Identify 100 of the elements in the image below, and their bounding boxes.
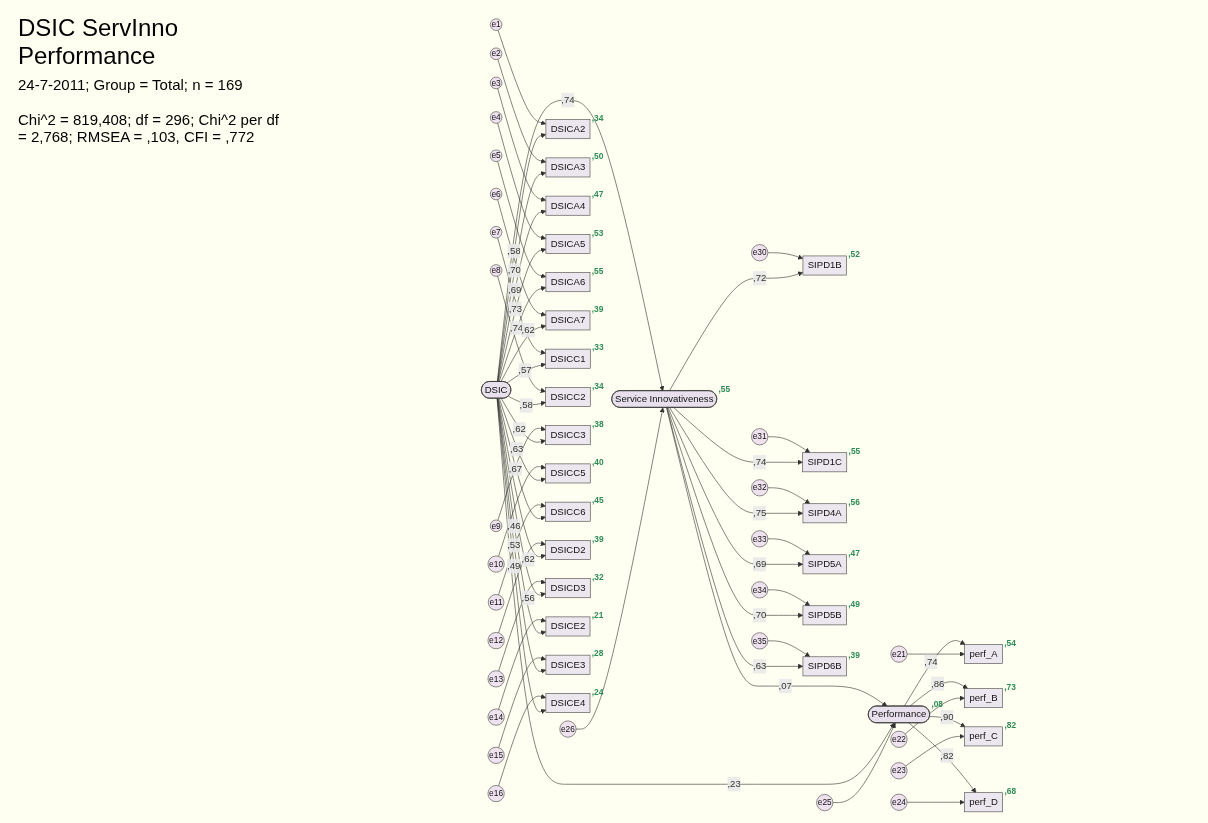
node-box: DSICD3 [545,578,591,599]
node-circle: e35 [751,632,769,650]
node-box: DSICE2 [545,616,591,637]
squared-multiple-correlation: ,21 [591,610,604,621]
node-circle: e33 [751,530,769,548]
edge-label: ,58 [519,400,533,411]
node-circle: e26 [559,720,577,738]
edge-label: ,74 [753,456,767,468]
edge-label: ,62 [521,554,535,565]
node-circle: e13 [487,670,505,688]
node-box: SIPD5B [802,605,847,626]
squared-multiple-correlation: ,47 [848,547,860,558]
edge-label: ,74 [561,94,575,105]
edge-label: ,58 [507,245,521,257]
node-circle: e14 [487,708,505,726]
squared-multiple-correlation: ,24 [591,686,604,697]
node-circle: e25 [816,794,834,812]
node-box: DSICA5 [545,234,591,254]
node-circle: e6 [489,187,503,201]
squared-multiple-correlation: ,45 [592,495,604,506]
node-circle: e22 [890,730,908,748]
edge-label: ,74 [509,322,524,333]
node-circle: e31 [751,428,769,446]
node-box: DSICE4 [545,693,591,713]
edge-label: ,46 [507,520,521,532]
edge-label: ,23 [727,778,741,790]
edge-label: ,86 [931,678,945,689]
squared-multiple-correlation: ,55 [718,383,731,394]
edge-label: ,62 [521,324,535,335]
edge-label: ,62 [512,423,526,435]
node-circle: e15 [487,746,505,764]
node-box: DSICA2 [545,119,591,140]
node-circle: e23 [890,762,908,780]
node-box: DSICD2 [545,540,591,560]
edge-label: ,53 [507,540,521,551]
node-box: perf_D [964,792,1003,813]
squared-multiple-correlation: ,53 [591,227,604,238]
edge-label: ,70 [753,609,767,621]
edge-label: ,63 [753,660,767,672]
squared-multiple-correlation: ,49 [848,598,860,609]
node-box: DSICC2 [545,387,591,407]
edge-label: ,73 [508,303,523,314]
node-box: DSICA3 [545,157,591,178]
node-box: DSICA6 [545,272,591,293]
edge-label: ,70 [507,265,521,276]
node-circle: e3 [489,76,503,90]
edge-label: ,69 [508,284,522,295]
node-circle: e8 [489,264,503,277]
squared-multiple-correlation: ,55 [848,445,861,456]
node-box: SIPD4A [802,503,847,524]
node-circle: e2 [489,47,503,60]
node-box: DSICA7 [545,310,591,331]
node-box: DSICC3 [545,425,591,446]
node-circle: e21 [890,645,908,663]
node-box: perf_B [964,688,1003,708]
edge-label: ,63 [510,443,524,454]
node-circle: e16 [487,785,505,803]
squared-multiple-correlation: ,82 [1004,720,1017,731]
edge-label: ,90 [940,711,954,723]
node-circle: e32 [751,479,769,497]
node-box: SIPD5A [802,554,847,575]
node-box: DSICC5 [545,463,591,484]
squared-multiple-correlation: ,08 [931,699,944,710]
edge-label: ,49 [506,560,521,572]
node-circle: e34 [751,581,769,599]
squared-multiple-correlation: ,33 [592,342,604,353]
node-box: perf_C [964,726,1003,747]
squared-multiple-correlation: ,38 [592,418,604,429]
squared-multiple-correlation: ,28 [591,648,604,659]
squared-multiple-correlation: ,39 [848,650,860,660]
node-circle: e5 [489,149,503,162]
node-circle: e12 [487,632,505,650]
edge-label: ,74 [924,656,938,667]
node-box: perf_A [964,644,1003,664]
node-box: DSICC6 [545,501,591,522]
node-circle: e11 [487,594,505,611]
node-circle: e1 [489,18,503,31]
squared-multiple-correlation: ,54 [1004,637,1016,648]
node-box: DSICE3 [545,654,591,675]
edge-label: ,69 [753,558,767,570]
node-circle: e30 [751,244,769,262]
squared-multiple-correlation: ,32 [592,571,604,582]
fit-statistics-note: Chi^2 = 819,408; df = 296; Chi^2 per df = 2,768; RMSEA = ,103, CFI = ,772 [18,111,280,145]
node-box: DSICC1 [545,348,591,369]
edge-label: ,07 [778,680,792,691]
edge-label: ,67 [508,463,523,474]
squared-multiple-correlation: ,52 [848,249,860,260]
node-box: DSICA4 [545,195,591,216]
edge-label: ,56 [521,592,535,603]
squared-multiple-correlation: ,34 [592,380,604,391]
node-circle: e4 [489,111,503,124]
squared-multiple-correlation: ,56 [848,496,860,507]
node-circle: e10 [487,555,505,573]
node-circle: e7 [489,226,503,239]
node-box: SIPD6B [802,656,847,677]
fit-statistics-note: 24-7-2011; Group = Total; n = 169 [18,76,244,93]
squared-multiple-correlation: ,50 [591,151,604,162]
squared-multiple-correlation: ,39 [592,533,604,544]
squared-multiple-correlation: ,47 [591,189,604,200]
node-circle: e24 [890,793,908,811]
